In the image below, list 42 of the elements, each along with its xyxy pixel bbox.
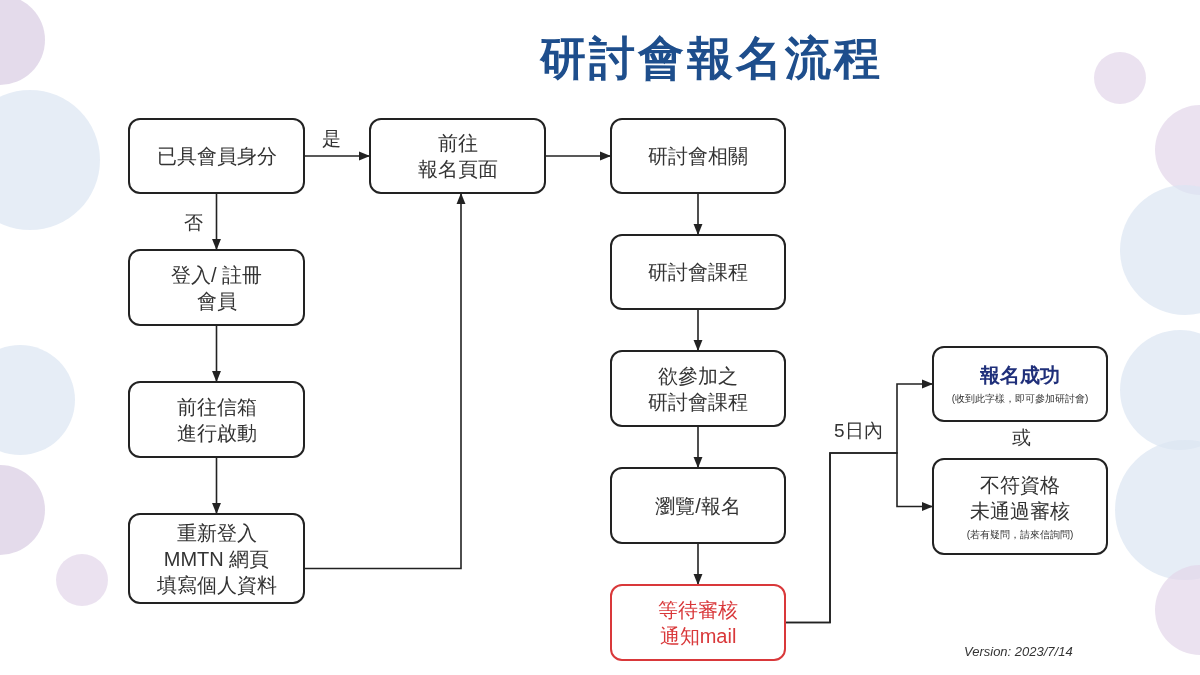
process-box [128,118,305,194]
conjunction-label: 或 [1010,427,1033,450]
note-text: (若有疑問，請來信詢問) [966,527,1074,542]
arrow [304,151,371,161]
step-text: 前往報名頁面 [417,131,498,182]
step-text: 前往信箱進行啟動 [176,394,257,446]
step-text: 欲參加之研討會課程 [648,363,748,415]
process-box [128,249,305,326]
step-text: 不符資格未通過審核 [970,472,1070,524]
arrow [545,151,612,161]
process-box [932,346,1108,422]
process-box [610,350,786,427]
highlighted-process-box [610,584,786,661]
arrow [212,193,221,251]
process-box [610,118,786,194]
process-box [369,118,546,194]
process-box [932,458,1108,555]
process-box [610,467,786,544]
step-text: 研討會課程 [648,260,748,285]
process-box [128,381,305,458]
note-text: (收到此字樣，即可參加研討會) [951,392,1089,406]
process-box [610,234,786,310]
step-text: 已具會員身分 [156,144,277,169]
arrow [785,452,934,624]
arrow [212,325,221,383]
step-text: 研討會相關 [648,144,748,169]
arrow [212,457,221,515]
step-text: 登入/ 註冊會員 [170,262,263,314]
arrow [693,193,703,236]
arrow [693,426,703,469]
edge-label: 否 [182,212,205,235]
edge-label: 是 [320,128,343,151]
process-box [128,513,305,604]
edge-label: 5日內 [832,420,885,443]
step-text: 報名成功 [980,363,1060,388]
step-text: 等待審核通知mail [658,597,738,649]
step-text: 瀏覽/報名 [655,493,741,519]
step-text: 重新登入MMTN 網頁填寫個人資料 [156,520,277,598]
arrow [304,192,466,570]
arrow [693,543,703,586]
title: 研討會報名流程 [540,31,883,86]
arrow [693,309,703,352]
